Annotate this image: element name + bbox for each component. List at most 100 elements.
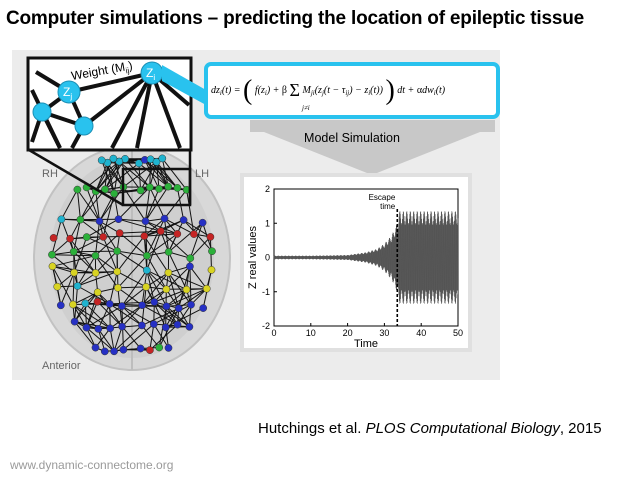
connectome-edge [119,230,161,234]
connectome-node [173,184,182,192]
connectome-edge [145,286,167,328]
connectome-node [174,304,183,313]
connectome-node [173,230,182,238]
connectome-node [118,302,126,310]
connectome-edge [72,303,110,305]
connectome-edge [153,304,192,325]
connectome-edge [144,159,160,190]
y-tick-label: -2 [262,321,270,331]
connectome-edge [166,288,207,307]
connectome-edge [109,328,115,352]
connectome-edge [118,186,151,220]
connectome-node [70,317,79,326]
connectome-node [91,269,100,277]
connectome-edge [168,272,207,290]
connectome-edge [99,220,120,234]
connectome-node [66,234,74,243]
connectome-edge [121,326,141,349]
y-tick-label: 0 [265,253,270,263]
connectome-edge [74,321,96,348]
connectome-node [173,320,182,329]
connectome-node [160,214,169,223]
connectome-edge [149,324,178,351]
connectome-edge [140,161,157,191]
connectome-node [186,262,194,271]
connectome-edge [113,325,143,352]
connectome-edge [156,161,178,189]
connectome-edge [51,238,71,256]
connectome-node [57,215,66,224]
connectome-edge [94,221,100,256]
y-tick-label: -1 [262,287,270,297]
connectome-node [179,216,188,224]
connectome-edge [77,255,96,287]
connectome-node [158,154,167,163]
connectome-edge [144,159,169,187]
connectome-node [91,251,100,260]
node-zj [57,80,81,104]
connectome-node [106,324,115,333]
connectome-node [109,154,118,163]
escape-label: Escape [369,193,396,202]
connectome-node [162,285,171,294]
connectome-node [182,285,191,294]
connectome-edge [95,191,100,222]
connectome-edge [160,230,191,259]
connectome-node [76,215,85,224]
connectome-node [161,323,170,332]
connectome-edge [80,219,104,238]
connectome-edge [186,189,195,235]
citation: Hutchings et al. PLOS Computational Biol… [258,420,602,437]
connectome-node [142,266,151,275]
connectome-node [187,300,195,309]
connectome-edge [60,219,75,252]
connectome-edge [168,222,203,253]
connectome-edge [161,158,169,187]
brain-image [33,145,231,371]
connectome-node [99,233,108,241]
connectome-edge [166,289,187,307]
connectome-node [113,267,122,276]
connectome-edge [164,218,170,253]
connectome-node [110,189,119,198]
connectome-node [143,251,151,260]
connectome-edge [123,161,157,188]
connectome-node [81,299,90,308]
connectome-node [138,301,146,310]
node-zi-label: Zi [146,66,155,82]
connectome-node [118,322,126,331]
connectome-node [199,304,208,312]
x-tick-label: 0 [271,328,276,338]
connectome-node [82,323,91,332]
connectome-edge [160,219,184,232]
connectome-node [115,229,124,237]
connectome-node [53,282,62,291]
connectome-edge [76,189,100,222]
x-axis-label: Time [354,338,378,350]
footer-url: www.dynamic-connectome.org [10,458,174,472]
connectome-node [141,217,150,226]
connectome-node [164,344,173,352]
connectome-edge [77,285,110,305]
connectome-edge [156,161,169,187]
connectome-edge [141,307,179,326]
connectome-edge [118,218,146,222]
connectome-node [206,233,215,241]
connectome-node [142,283,150,291]
connectome-edge [116,271,147,288]
connectome-node [94,325,103,333]
connectome-node [155,184,163,193]
connectome-edge [95,162,108,192]
x-tick-label: 10 [306,328,316,338]
connectome-node [202,284,211,293]
connectome-edge [109,303,143,326]
rh-label: RH [42,168,58,180]
y-tick-label: 1 [265,218,270,228]
connectome-edge [117,255,148,289]
connectome-node [198,218,207,227]
connectome-edge [189,266,192,305]
z-series-line [273,211,459,304]
connectome-edge [146,255,167,290]
y-tick-label: 2 [265,184,270,194]
connectome-node [101,185,109,194]
